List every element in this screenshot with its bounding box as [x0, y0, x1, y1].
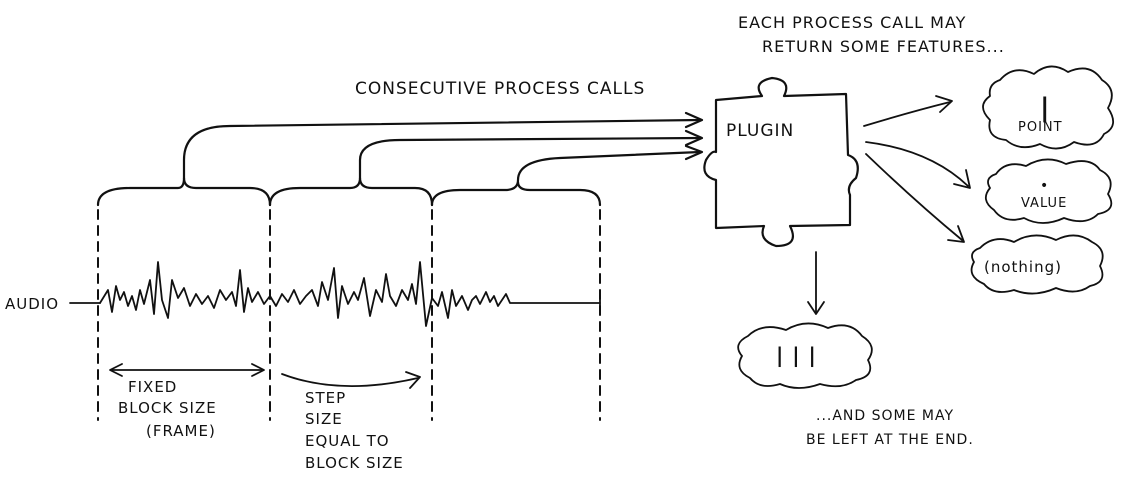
step-label-line2: SIZE — [305, 410, 343, 428]
end-note-line1: ...AND SOME MAY — [816, 408, 954, 424]
frame-brace-2 — [268, 136, 702, 207]
step-size-arrowhead — [405, 371, 421, 389]
fixed-block-arrowhead-right — [251, 363, 265, 377]
step-label-line4: BLOCK SIZE — [305, 454, 404, 472]
frame-brace-3 — [430, 150, 702, 207]
nothing-cloud — [970, 234, 1104, 295]
point-cloud — [982, 65, 1114, 150]
arrowhead-to-value — [953, 169, 971, 189]
frame-brace-2-right — [358, 176, 434, 207]
value-mark: • — [1040, 178, 1049, 194]
step-size-arrow — [281, 373, 419, 387]
arrowhead-to-point — [935, 95, 953, 113]
fixed-block-arrowhead-left — [109, 363, 123, 377]
arrow-to-point — [863, 101, 951, 127]
fixed-label-line2: BLOCK SIZE — [118, 399, 217, 417]
frame-brace-3-right — [516, 180, 602, 207]
consecutive-calls-label: CONSECUTIVE PROCESS CALLS — [355, 79, 645, 99]
plugin-label: PLUGIN — [726, 121, 794, 141]
frame-brace-1 — [96, 118, 702, 207]
leftover-cloud — [737, 322, 873, 389]
point-mark: | — [1040, 93, 1051, 123]
audio-waveform — [99, 261, 601, 327]
arrowhead-call-1 — [684, 111, 704, 129]
end-note-line2: BE LEFT AT THE END. — [806, 432, 974, 448]
arrowhead-to-leftover — [807, 301, 825, 315]
audio-label: AUDIO — [5, 295, 59, 313]
point-label: POINT — [1018, 120, 1063, 135]
arrowhead-call-2 — [684, 129, 704, 147]
value-cloud — [984, 158, 1113, 224]
each-call-label-line1: EACH PROCESS CALL MAY — [738, 13, 966, 32]
leftover-marks: | | | — [776, 343, 817, 367]
arrow-to-value — [865, 141, 969, 187]
arrowhead-to-nothing — [947, 225, 965, 243]
value-label: VALUE — [1021, 196, 1067, 211]
nothing-label: (nothing) — [984, 258, 1062, 276]
fixed-label-line3: (FRAME) — [146, 422, 216, 440]
fixed-label-line1: FIXED — [128, 378, 177, 396]
each-call-label-line2: RETURN SOME FEATURES... — [762, 37, 1005, 56]
plugin-puzzle-piece — [703, 76, 859, 248]
arrow-to-nothing — [865, 153, 963, 241]
step-label-line3: EQUAL TO — [305, 432, 390, 450]
frame-brace-1-right — [182, 176, 272, 207]
arrowhead-call-3 — [684, 144, 704, 161]
step-label-line1: STEP — [305, 389, 346, 407]
